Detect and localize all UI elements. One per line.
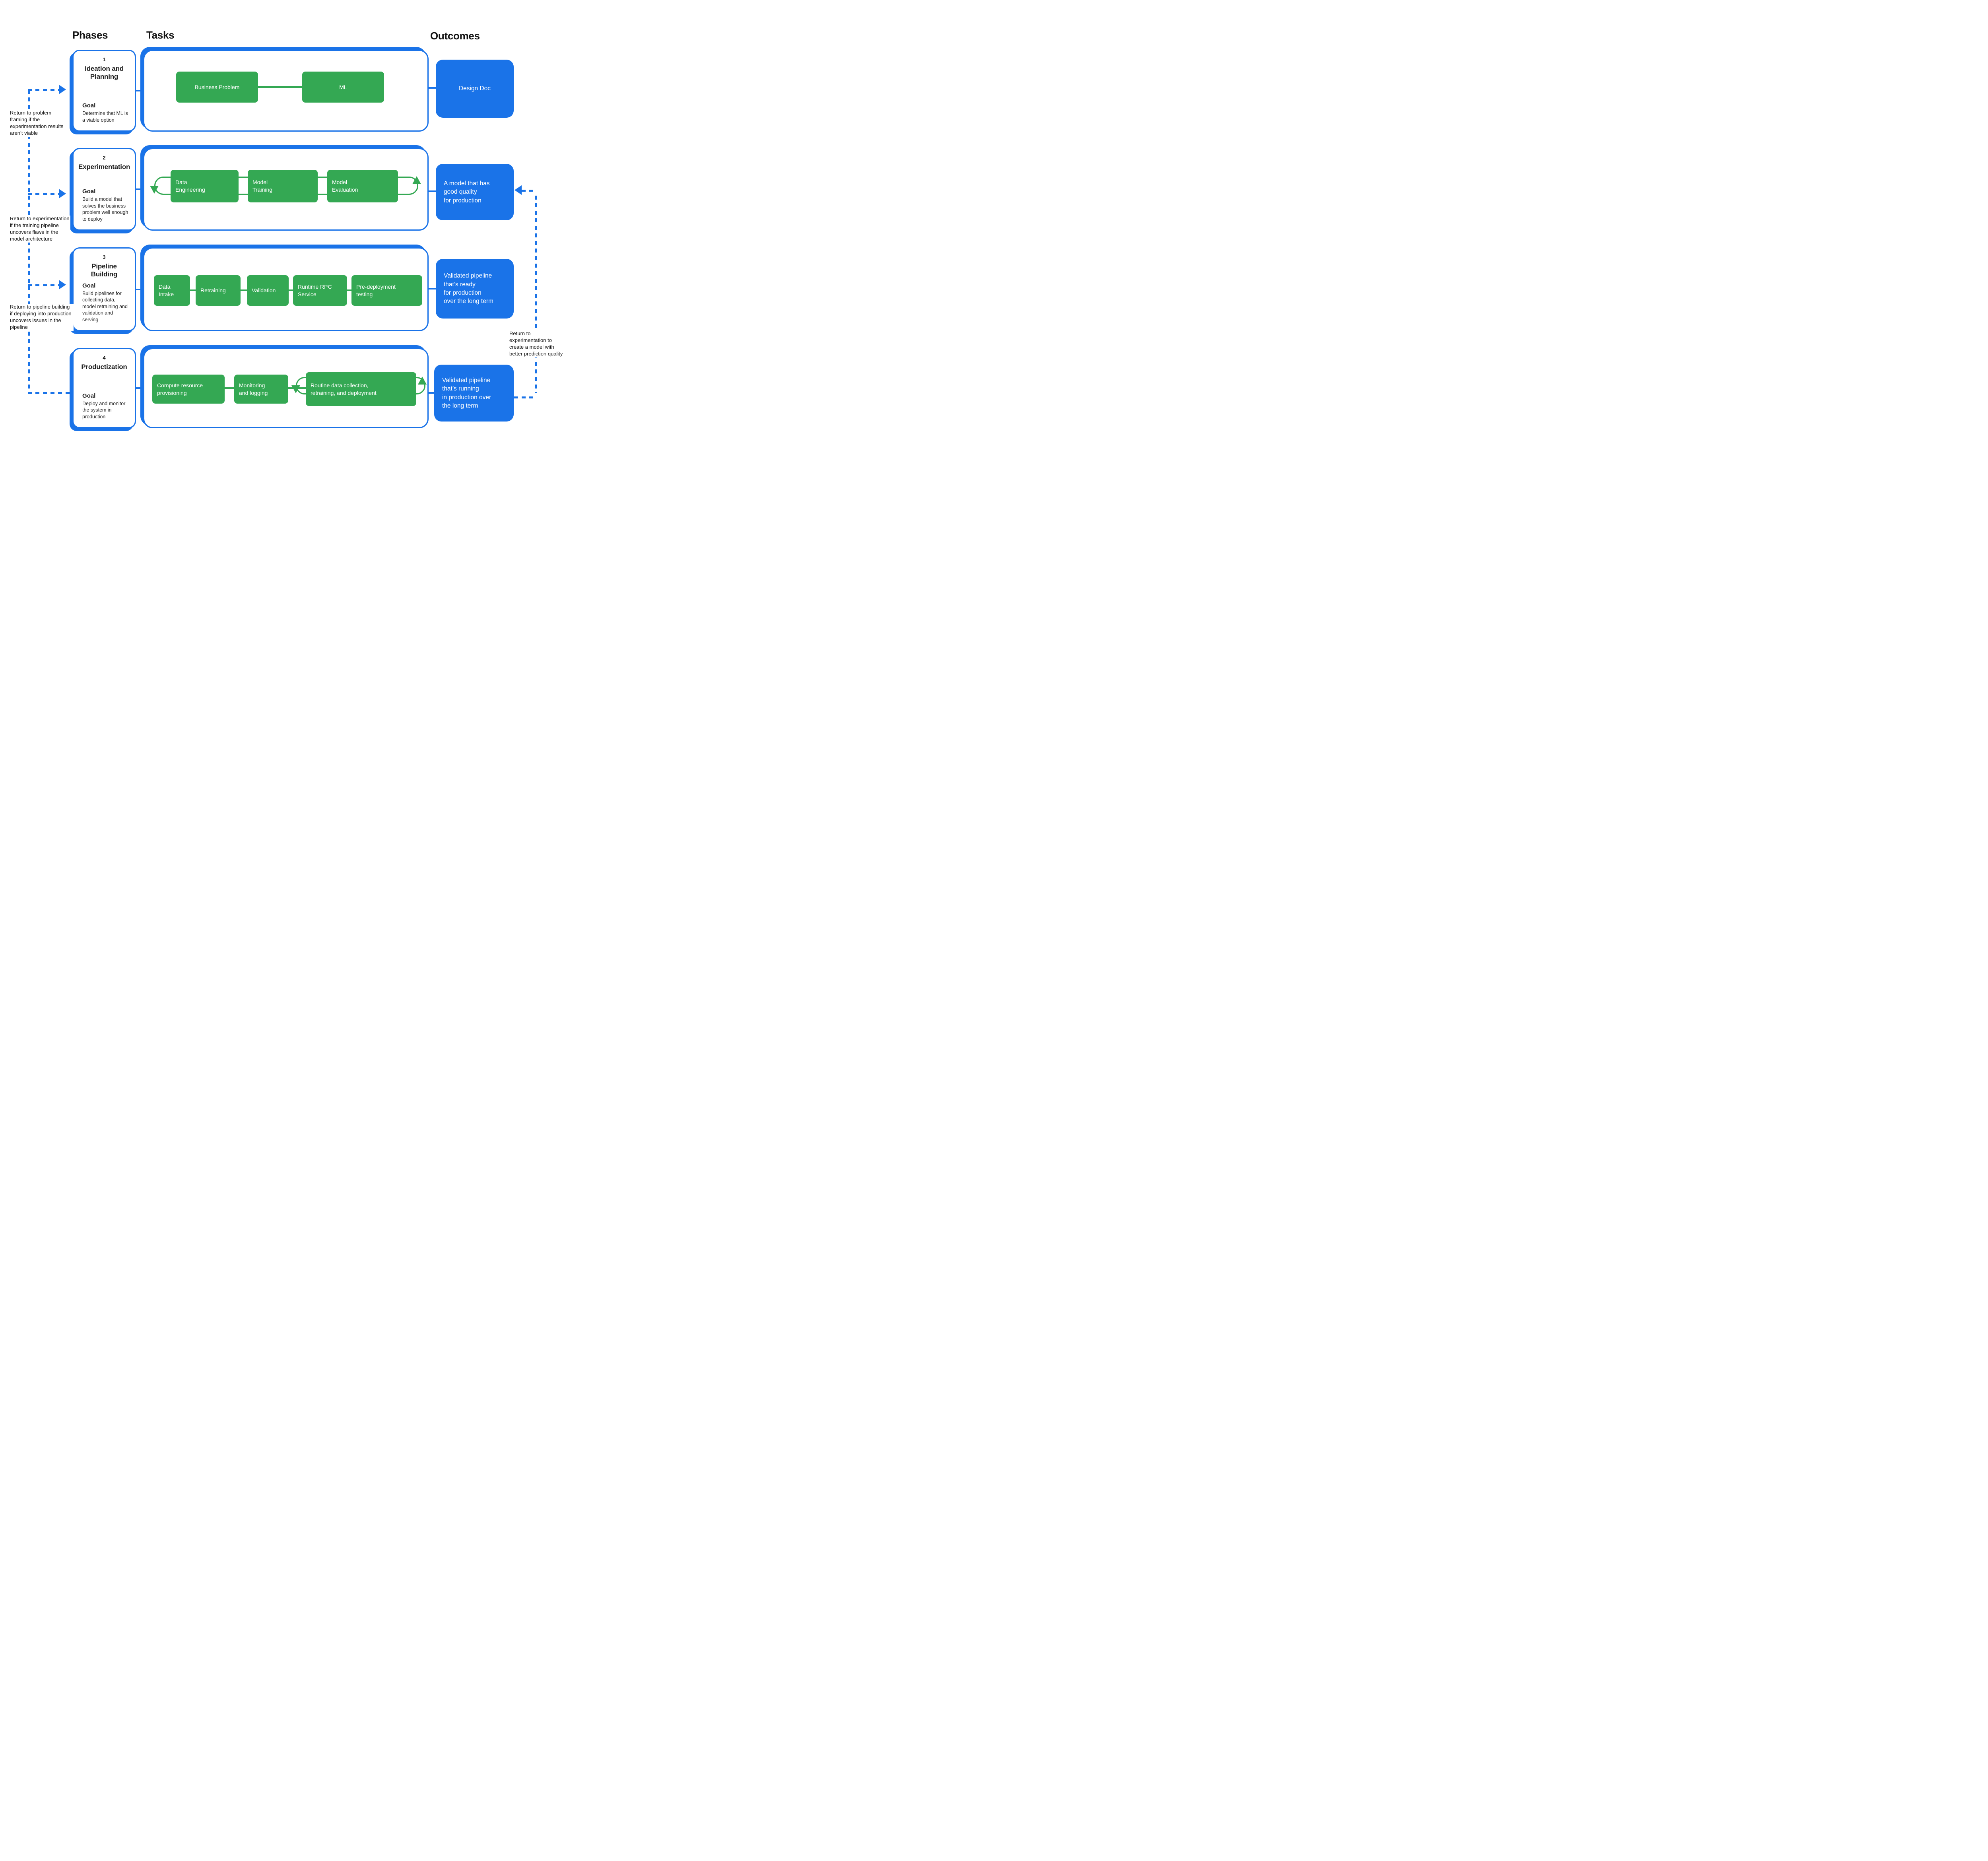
goal-text: Build pipelines for collecting data, mod… — [82, 290, 128, 322]
annotation-return-problem-framing: Return to problem framing if the experim… — [10, 110, 66, 137]
return-branch-to-phase2 — [28, 193, 59, 195]
phase-title: Productization — [81, 363, 127, 371]
column-header-outcomes: Outcomes — [430, 30, 480, 42]
phase-number: 4 — [103, 355, 106, 361]
task-box-monitoring-logging: Monitoring and logging — [234, 375, 288, 404]
column-header-phases: Phases — [72, 29, 108, 41]
connector-business-problem-ml — [258, 86, 302, 88]
right-return-path-top — [522, 190, 536, 192]
connector-phase2-tasks — [136, 188, 143, 190]
return-arrowhead-model-quality-icon — [514, 185, 522, 195]
right-return-path-vertical — [535, 196, 537, 393]
connector-compute-monitoring — [225, 387, 234, 389]
phase-goal-group: Goal Deploy and monitor the system in pr… — [78, 392, 130, 420]
connector-tasks-model-quality — [429, 190, 436, 192]
connector-phase4-tasks — [136, 387, 143, 389]
phase-box-experimentation: 2 Experimentation Goal Build a model tha… — [72, 148, 136, 231]
connector-validation-rpc — [289, 289, 293, 291]
loop-arrowhead-up-icon — [412, 176, 421, 184]
column-header-tasks: Tasks — [146, 29, 175, 41]
outcome-box-validated-pipeline-ready: Validated pipeline that’s ready for prod… — [436, 259, 514, 319]
task-box-model-evaluation: Model Evaluation — [327, 170, 398, 202]
connector-tasks-validated-pipeline — [429, 288, 436, 289]
loop-arrowhead-up-icon — [418, 377, 427, 385]
annotation-return-pipeline-building: Return to pipeline building if deploying… — [10, 304, 74, 331]
return-branch-to-phase3 — [28, 284, 59, 286]
connector-phase1-tasks — [136, 90, 143, 91]
return-arrowhead-phase2-icon — [59, 189, 66, 198]
task-box-ml: ML — [302, 72, 384, 103]
phase-title: Pipeline Building — [91, 262, 118, 278]
phase-goal-group: Goal Build a model that solves the busin… — [78, 188, 130, 222]
return-arrowhead-phase1-icon — [59, 85, 66, 94]
connector-tasks-running-pipeline — [429, 392, 436, 394]
connector-intake-retraining — [190, 289, 196, 291]
phase-number: 1 — [103, 56, 106, 62]
loop-arrowhead-down-icon — [291, 385, 300, 393]
phase-number: 3 — [103, 254, 106, 260]
task-box-model-training: Model Training — [248, 170, 318, 202]
outcome-box-model-quality: A model that has good quality for produc… — [436, 164, 514, 220]
task-box-routine-data-collection: Routine data collection, retraining, and… — [306, 372, 416, 406]
phase-box-productization: 4 Productization Goal Deploy and monitor… — [72, 348, 136, 428]
goal-text: Build a model that solves the business p… — [82, 196, 128, 222]
phase-box-ideation-planning: 1 Ideation and Planning Goal Determine t… — [72, 50, 136, 132]
task-box-business-problem: Business Problem — [176, 72, 258, 103]
phase-title: Experimentation — [78, 163, 130, 171]
goal-label: Goal — [82, 188, 96, 195]
goal-label: Goal — [82, 282, 96, 289]
task-box-retraining: Retraining — [196, 275, 241, 306]
goal-label: Goal — [82, 392, 96, 399]
annotation-return-better-prediction: Return to experimentation to create a mo… — [509, 330, 564, 357]
connector-phase3-tasks — [136, 289, 143, 290]
outcome-box-validated-pipeline-running: Validated pipeline that’s running in pro… — [434, 365, 514, 422]
phase-goal-group: Goal Determine that ML is a viable optio… — [78, 102, 130, 123]
phase-goal-group: Goal Build pipelines for collecting data… — [78, 282, 130, 323]
connector-rpc-predeployment — [347, 289, 351, 291]
phase-title: Ideation and Planning — [85, 65, 124, 81]
right-return-path-bottom — [514, 396, 537, 398]
goal-text: Determine that ML is a viable option — [82, 111, 128, 123]
task-box-compute-provisioning: Compute resource provisioning — [152, 375, 225, 404]
goal-label: Goal — [82, 102, 96, 109]
task-box-validation: Validation — [247, 275, 289, 306]
goal-text: Deploy and monitor the system in product… — [82, 400, 126, 420]
loop-arrowhead-down-icon — [150, 186, 159, 194]
task-box-predeployment-testing: Pre-deployment testing — [351, 275, 422, 306]
task-box-data-intake: Data Intake — [154, 275, 190, 306]
return-branch-from-phase4 — [28, 392, 71, 394]
connector-tasks-design-doc — [429, 87, 436, 89]
outcome-box-design-doc: Design Doc — [436, 60, 514, 118]
annotation-return-experimentation: Return to experimentation if the trainin… — [10, 216, 70, 243]
mlops-workflow-diagram: Phases Tasks Outcomes 1 Ideation and Pla… — [0, 0, 564, 465]
task-box-data-engineering: Data Engineering — [171, 170, 239, 202]
return-branch-to-phase1 — [28, 89, 59, 91]
return-arrowhead-phase3-icon — [59, 280, 66, 289]
task-box-runtime-rpc-service: Runtime RPC Service — [293, 275, 347, 306]
connector-monitoring-routine — [288, 387, 306, 389]
phase-box-pipeline-building: 3 Pipeline Building Goal Build pipelines… — [72, 247, 136, 331]
phase-number: 2 — [103, 155, 106, 161]
connector-retraining-validation — [241, 289, 247, 291]
